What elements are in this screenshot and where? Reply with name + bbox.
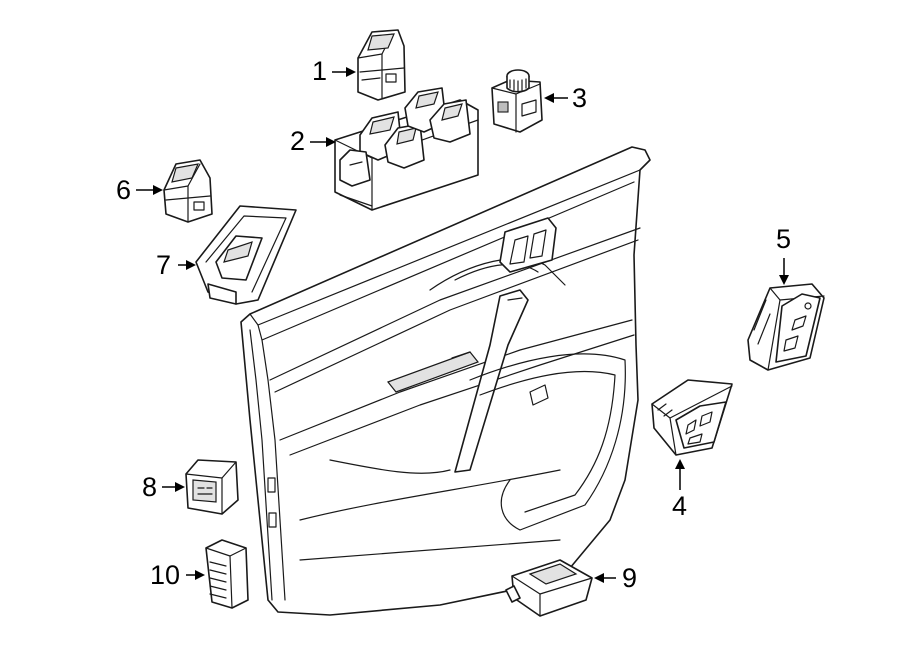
callout-5: 5: [776, 224, 792, 254]
arrowhead-2: [326, 137, 336, 147]
callout-2: 2: [290, 126, 306, 156]
arrowhead-10: [195, 570, 205, 580]
callout-7: 7: [156, 250, 172, 280]
arrowhead-1: [346, 67, 356, 77]
callout-1: 1: [312, 56, 328, 86]
part-9-module: [505, 559, 593, 617]
part-1-window-switch: [357, 29, 406, 101]
leader-lines: [136, 67, 789, 583]
part-2-master-switch: [334, 87, 479, 211]
callout-9: 9: [622, 563, 638, 593]
arrowhead-4: [675, 459, 685, 469]
part-3-mirror-switch: [491, 69, 543, 133]
arrowhead-7: [186, 260, 196, 270]
arrowhead-9: [594, 573, 604, 583]
door-trim-panel: [240, 146, 651, 616]
callout-3: 3: [572, 83, 588, 113]
part-10-grille: [205, 539, 249, 609]
callout-8: 8: [142, 472, 158, 502]
arrowhead-8: [175, 482, 185, 492]
part-8-button: [185, 459, 239, 515]
part-7-bezel-switch: [195, 205, 297, 305]
part-6-window-switch: [163, 159, 213, 223]
part-5-switch-panel: [747, 283, 825, 371]
callout-4: 4: [672, 491, 688, 521]
arrowhead-5: [779, 275, 789, 285]
arrowhead-6: [153, 185, 163, 195]
callout-6: 6: [116, 175, 132, 205]
callout-10: 10: [150, 560, 181, 590]
part-4-switch-panel: [651, 379, 733, 456]
arrowhead-3: [544, 93, 554, 103]
